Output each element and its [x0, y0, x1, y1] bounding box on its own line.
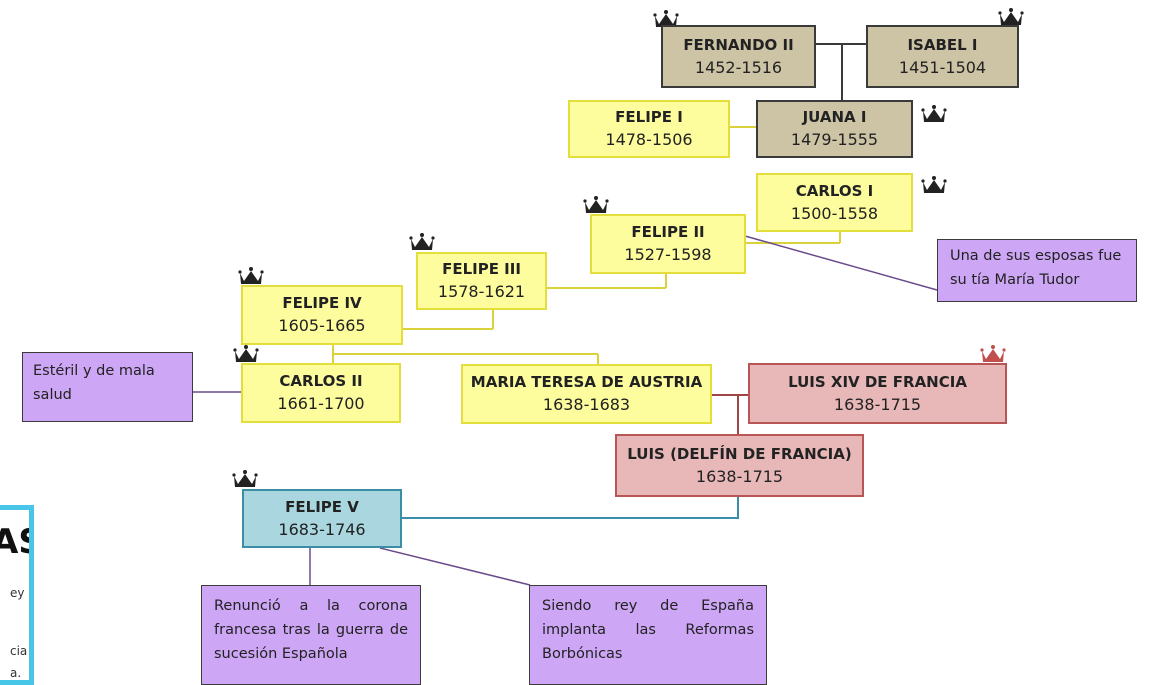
side-panel-text: ey [10, 586, 25, 600]
side-panel-heading: AS [0, 522, 29, 562]
note-carlos-ii: Estéril y de mala salud [22, 352, 193, 422]
person-name: FELIPE V [285, 497, 359, 516]
person-felipe-iv[interactable]: FELIPE IV 1605-1665 [241, 285, 403, 345]
person-name: CARLOS II [279, 372, 363, 390]
person-name: FERNANDO II [683, 35, 794, 54]
person-carlos-i[interactable]: CARLOS I 1500-1558 [756, 173, 913, 232]
person-felipe-v[interactable]: FELIPE V 1683-1746 [242, 489, 402, 548]
person-name: MARIA TERESA DE AUSTRIA [470, 373, 703, 391]
person-years: 1638-1683 [542, 395, 631, 414]
crown-icon [980, 345, 1006, 362]
person-carlos-ii[interactable]: CARLOS II 1661-1700 [241, 363, 401, 423]
person-years: 1578-1621 [437, 282, 526, 301]
person-years: 1500-1558 [790, 203, 879, 223]
person-isabel-i[interactable]: ISABEL I 1451-1504 [866, 25, 1019, 88]
note-felipe-ii: Una de sus esposas fue su tía María Tudo… [937, 239, 1137, 302]
person-name: JUANA I [802, 108, 867, 126]
person-name: FELIPE I [615, 108, 683, 126]
side-panel-text: a. [10, 666, 22, 680]
person-years: 1451-1504 [898, 57, 987, 77]
person-name: FELIPE II [631, 223, 705, 241]
crown-icon [921, 176, 947, 193]
person-maria-teresa[interactable]: MARIA TERESA DE AUSTRIA 1638-1683 [461, 364, 712, 424]
person-name: LUIS XIV DE FRANCIA [788, 372, 967, 391]
side-panel-text: cia [10, 644, 28, 658]
crown-icon [409, 233, 435, 250]
person-name: FELIPE III [442, 260, 521, 278]
person-years: 1638-1715 [695, 466, 784, 486]
crown-icon [998, 8, 1024, 25]
person-name: ISABEL I [907, 35, 978, 54]
note-felipe-v-reformas: Siendo rey de España implanta las Reform… [529, 585, 767, 685]
crown-icon [583, 196, 609, 213]
person-juana-i[interactable]: JUANA I 1479-1555 [756, 100, 913, 158]
person-years: 1478-1506 [605, 130, 693, 149]
person-name: LUIS (DELFÍN DE FRANCIA) [627, 444, 852, 463]
person-years: 1605-1665 [278, 316, 366, 335]
connector-felipe2-note [744, 235, 938, 291]
person-fernando-ii[interactable]: FERNANDO II 1452-1516 [661, 25, 816, 88]
person-luis-delfin[interactable]: LUIS (DELFÍN DE FRANCIA) 1638-1715 [615, 434, 864, 497]
person-felipe-iii[interactable]: FELIPE III 1578-1621 [416, 252, 547, 310]
crown-icon [653, 10, 679, 27]
person-name: CARLOS I [795, 181, 874, 200]
crown-icon [921, 105, 947, 122]
crown-icon [238, 267, 264, 284]
person-years: 1661-1700 [277, 394, 365, 413]
person-felipe-i[interactable]: FELIPE I 1478-1506 [568, 100, 730, 158]
person-years: 1683-1746 [278, 519, 366, 539]
crown-icon [233, 345, 259, 362]
person-years: 1452-1516 [694, 57, 783, 77]
person-felipe-ii[interactable]: FELIPE II 1527-1598 [590, 214, 746, 274]
side-panel-cropped: AS ey cia a. [0, 505, 34, 685]
connector-delfin-felipe5 [402, 497, 739, 519]
person-years: 1479-1555 [790, 130, 879, 149]
person-luis-xiv[interactable]: LUIS XIV DE FRANCIA 1638-1715 [748, 363, 1007, 424]
person-years: 1638-1715 [833, 394, 922, 414]
connector-felipe5-note2 [379, 547, 531, 586]
person-name: FELIPE IV [282, 294, 362, 312]
person-years: 1527-1598 [624, 245, 712, 264]
note-felipe-v-renuncia: Renunció a la corona francesa tras la gu… [201, 585, 421, 685]
crown-icon [232, 470, 258, 487]
